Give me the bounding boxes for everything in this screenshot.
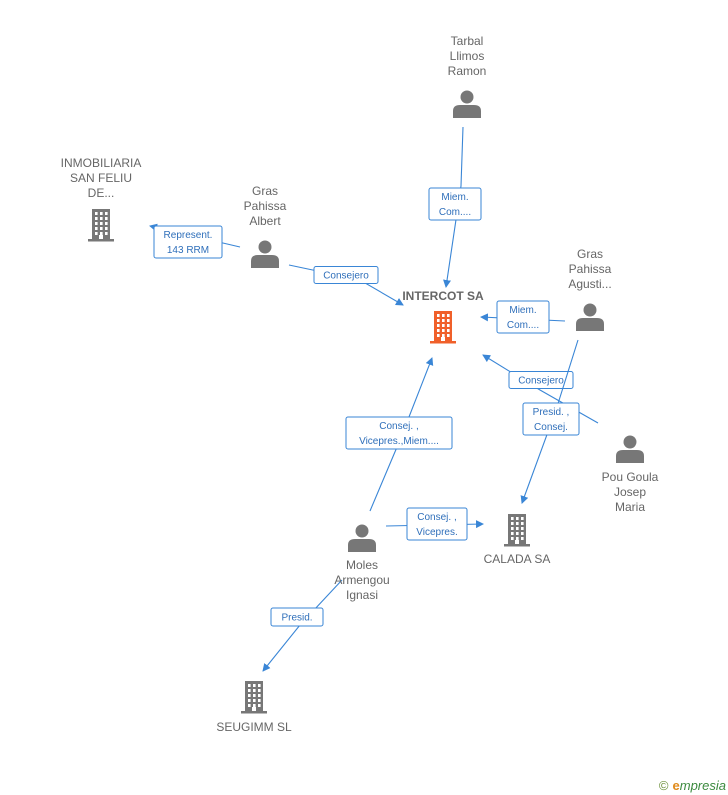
edge-label-text: 143 RRM [167,245,209,256]
node-label: Moles [346,558,378,572]
node-label: Pahissa [569,262,612,276]
edge-label[interactable]: Represent. 143 RRM [153,225,223,259]
edge-tarbal-to-intercot: Miem. Com.... [428,126,482,288]
edge-pou-to-intercot: Consejero [482,354,599,424]
node-label: Agusti... [568,277,611,291]
edge-label[interactable]: Presid. , Consej. [522,402,580,436]
node-label: Tarbal [451,34,484,48]
node-label: SEUGIMM SL [216,720,292,734]
edge-label[interactable]: Consej. , Vicepres.,Miem.... [345,416,453,450]
building-icon [241,681,267,714]
building-icon [430,311,456,344]
edge-label-text: Consej. , [379,421,418,432]
person-icon [616,435,644,463]
building-icon [88,209,114,242]
edge-label[interactable]: Miem. Com.... [428,187,482,221]
node-label: Josep [614,485,646,499]
edge-label[interactable]: Presid. [270,607,324,627]
edge-label-text: Com.... [507,320,539,331]
edge-label-text: Vicepres.,Miem.... [359,436,439,447]
brand-logo-initial: e [672,778,680,793]
node-intercot[interactable]: INTERCOT SA [402,289,484,344]
person-icon [576,303,604,331]
node-label: CALADA SA [484,552,551,566]
nodes-layer: INTERCOT SATarbalLlimosRamonGrasPahissaA… [61,34,659,734]
person-icon [453,90,481,118]
edge-label-box [153,225,223,259]
edge-label-text: Vicepres. [416,527,458,538]
node-label: INMOBILIARIA [61,156,142,170]
edge-label-box [496,300,550,334]
person-icon [251,240,279,268]
edge-label-text: Presid. , [533,407,570,418]
brand-logo-text: mpresia [679,778,726,793]
edge-label[interactable]: Miem. Com.... [496,300,550,334]
building-icon [504,514,530,547]
edge-label-box [406,507,468,541]
edge-gras_albert-to-inmobiliaria: Represent. 143 RRM [149,223,241,259]
edge-moles-to-intercot: Consej. , Vicepres.,Miem.... [345,357,453,512]
edge-label-text: Consejero [518,376,564,387]
edge-label-box [428,187,482,221]
node-label: Albert [249,214,281,228]
node-seugimm[interactable]: SEUGIMM SL [216,681,292,734]
edge-label-text: Represent. [164,230,213,241]
edge-moles-to-calada: Consej. , Vicepres. [385,507,484,541]
edge-label-text: Consej. , [417,512,456,523]
node-label: Pou Goula [602,470,659,484]
edge-label-text: Consej. [534,422,568,433]
node-label: Llimos [450,49,485,63]
edge-moles-to-seugimm: Presid. [262,579,343,672]
edge-label-text: Consejero [323,271,369,282]
edge-label[interactable]: Consej. , Vicepres. [406,507,468,541]
node-label: Armengou [334,573,389,587]
edge-label-text: Miem. [441,192,468,203]
copyright-icon: © [658,778,669,793]
edge-label-box [345,416,453,450]
edge-label-text: Com.... [439,207,471,218]
node-label: Ignasi [346,588,378,602]
edge-label-box [270,607,324,627]
person-icon [348,524,376,552]
node-label: DE... [88,186,115,200]
node-label: Ramon [448,64,487,78]
edge-label[interactable]: Consejero [508,371,574,389]
node-label: Maria [615,500,645,514]
footer-brand: ©empresia [659,778,726,793]
node-label: Pahissa [244,199,287,213]
edge-label-box [313,266,379,284]
node-label: Gras [252,184,278,198]
edge-gras_albert-to-intercot: Consejero [288,264,404,306]
edge-gras_agusti-to-intercot: Miem. Com.... [480,300,566,334]
node-label: INTERCOT SA [402,289,484,303]
node-gras_agusti[interactable]: GrasPahissaAgusti... [568,247,612,331]
edge-gras_agusti-to-calada: Presid. , Consej. [520,339,580,504]
node-label: Gras [577,247,603,261]
edge-line [443,126,464,288]
edge-label-box [508,371,574,389]
node-label: SAN FELIU [70,171,132,185]
node-calada[interactable]: CALADA SA [484,514,551,566]
edge-label-text: Presid. [281,613,312,624]
edge-label[interactable]: Consejero [313,266,379,284]
edge-label-text: Miem. [509,305,536,316]
edge-label-box [522,402,580,436]
edges-layer: Miem.Com....Represent.143 RRMConsejeroMi… [149,126,599,672]
